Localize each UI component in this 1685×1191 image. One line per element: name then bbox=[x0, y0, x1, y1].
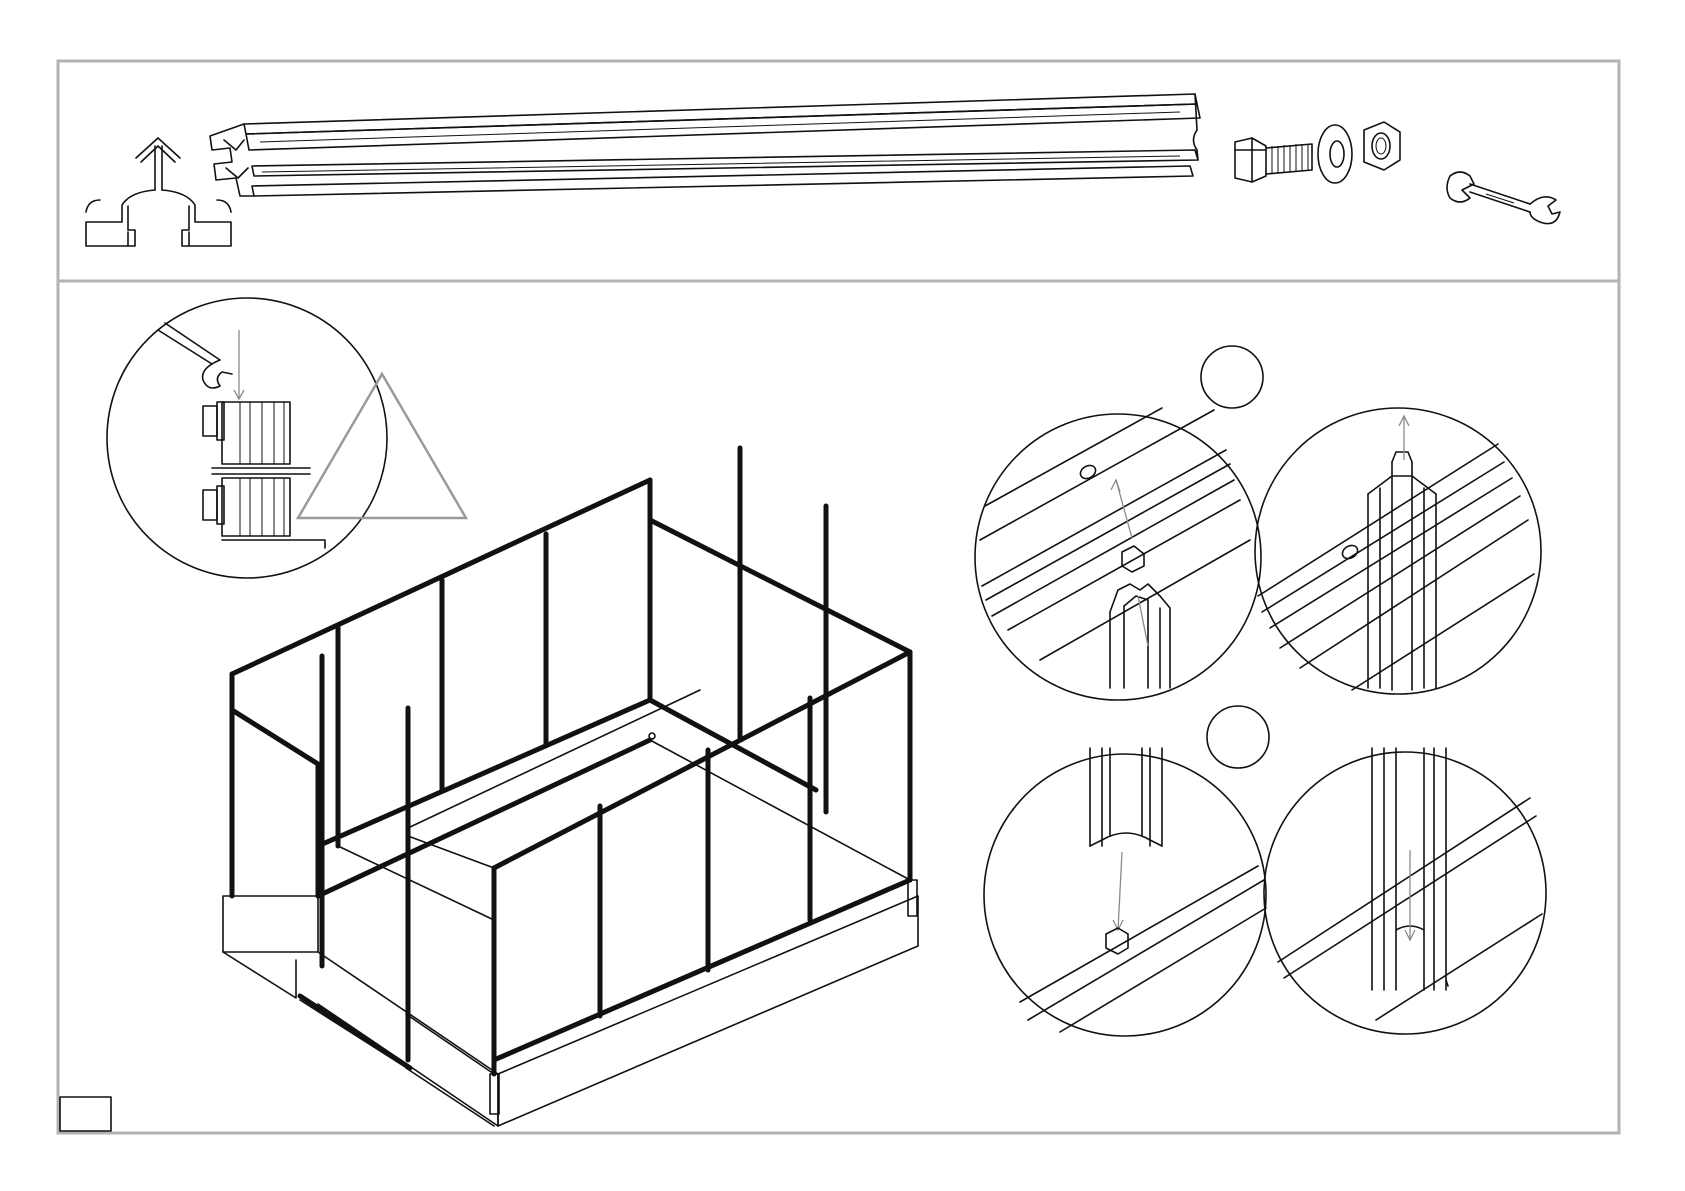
bolt-icon bbox=[1235, 138, 1312, 182]
detail-view-2b bbox=[1264, 748, 1546, 1034]
page-frame bbox=[58, 61, 1619, 1133]
parts-strip bbox=[86, 94, 1560, 246]
step-marker-1 bbox=[1201, 346, 1263, 408]
profile-cross-section-icon bbox=[86, 138, 231, 246]
warning-triangle-icon bbox=[298, 374, 466, 518]
step-marker-2 bbox=[1207, 706, 1269, 768]
spanner-icon bbox=[1447, 172, 1560, 224]
page-number-box bbox=[60, 1097, 111, 1131]
profile-rail-icon bbox=[210, 94, 1200, 196]
washer-icon bbox=[1318, 125, 1352, 183]
detail-view-2a bbox=[984, 748, 1266, 1036]
nut-icon bbox=[1364, 122, 1400, 170]
detail-view-1b bbox=[1255, 408, 1541, 694]
greenhouse-frame-drawing bbox=[223, 448, 918, 1126]
detail-view-1a bbox=[975, 408, 1261, 700]
